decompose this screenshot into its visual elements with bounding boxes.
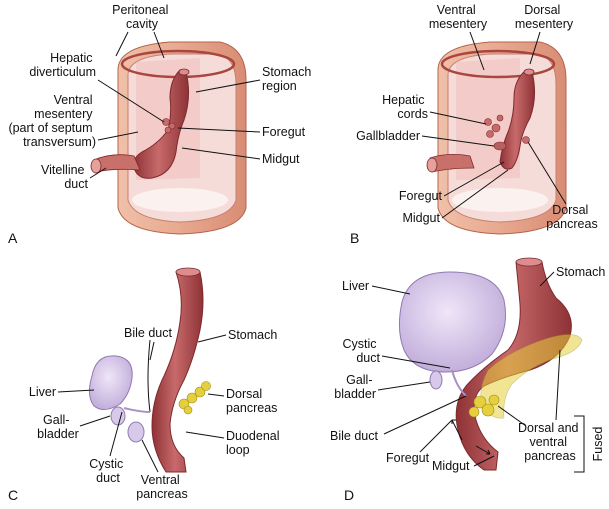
label-gallbladder-c: Gall- bladder xyxy=(37,413,79,441)
panel-d-letter: D xyxy=(344,487,354,503)
label-bile-duct-c: Bile duct xyxy=(124,326,172,340)
panel-a-letter: A xyxy=(8,230,18,246)
panel-d-liver xyxy=(399,272,505,372)
label-midgut-b: Midgut xyxy=(402,211,440,225)
label-ventral-mesentery-b: Ventral mesentery xyxy=(429,3,488,31)
label-bile-duct-d: Bile duct xyxy=(330,429,378,443)
label-dorsal-mesentery: Dorsal mesentery xyxy=(515,3,574,31)
label-stomach-d: Stomach xyxy=(556,265,605,279)
label-foregut-a: Foregut xyxy=(262,125,306,139)
label-hepatic-cords: Hepatic cords xyxy=(382,93,428,121)
label-stomach-region: Stomach region xyxy=(262,65,315,93)
label-midgut-d: Midgut xyxy=(432,459,470,473)
label-gallbladder-b: Gallbladder xyxy=(356,129,420,143)
panel-b-letter: B xyxy=(350,230,359,246)
panel-c-dorsal-pancreas xyxy=(179,382,211,415)
panel-c-gallbladder xyxy=(111,407,125,425)
label-peritoneal-cavity: Peritoneal cavity xyxy=(112,3,172,31)
label-ventral-mesentery-a: Ventral mesentery (part of septum transv… xyxy=(8,93,96,149)
label-dorsal-pancreas-b: Dorsal pancreas xyxy=(546,203,597,231)
label-dorsal-ventral-pancreas: Dorsal and ventral pancreas xyxy=(518,421,582,463)
panel-c-gut xyxy=(152,269,203,472)
label-cystic-duct-c: Cystic duct xyxy=(89,457,127,485)
panel-c-letter: C xyxy=(8,487,18,503)
label-cystic-duct-d: Cystic duct xyxy=(342,337,380,365)
label-hepatic-diverticulum: Hepatic diverticulum xyxy=(29,51,96,79)
panel-d-gallbladder xyxy=(430,371,442,389)
panel-d: Liver Stomach Cystic duct Gall- bladder … xyxy=(330,258,605,503)
panel-c-liver xyxy=(89,356,132,410)
panel-a: Peritoneal cavity Hepatic diverticulum S… xyxy=(8,3,315,246)
label-dorsal-pancreas-c: Dorsal pancreas xyxy=(226,387,277,415)
panel-b-body-wall xyxy=(438,42,566,234)
panel-c-ventral-pancreas xyxy=(128,422,144,442)
label-duodenal-loop: Duodenal loop xyxy=(226,429,283,457)
label-vitelline-duct: Vitelline duct xyxy=(41,163,89,191)
panel-c: Bile duct Stomach Liver Dorsal pancreas … xyxy=(8,268,283,503)
label-stomach-c: Stomach xyxy=(228,328,277,342)
label-foregut-b: Foregut xyxy=(399,189,443,203)
label-gallbladder-d: Gall- bladder xyxy=(334,373,376,401)
label-midgut-a: Midgut xyxy=(262,152,300,166)
label-liver-d: Liver xyxy=(342,279,369,293)
panel-b: Ventral mesentery Dorsal mesentery Hepat… xyxy=(350,3,598,246)
label-liver-c: Liver xyxy=(29,385,56,399)
label-fused: Fused xyxy=(591,427,605,462)
label-foregut-d: Foregut xyxy=(386,451,430,465)
label-ventral-pancreas-c: Ventral pancreas xyxy=(136,473,187,501)
